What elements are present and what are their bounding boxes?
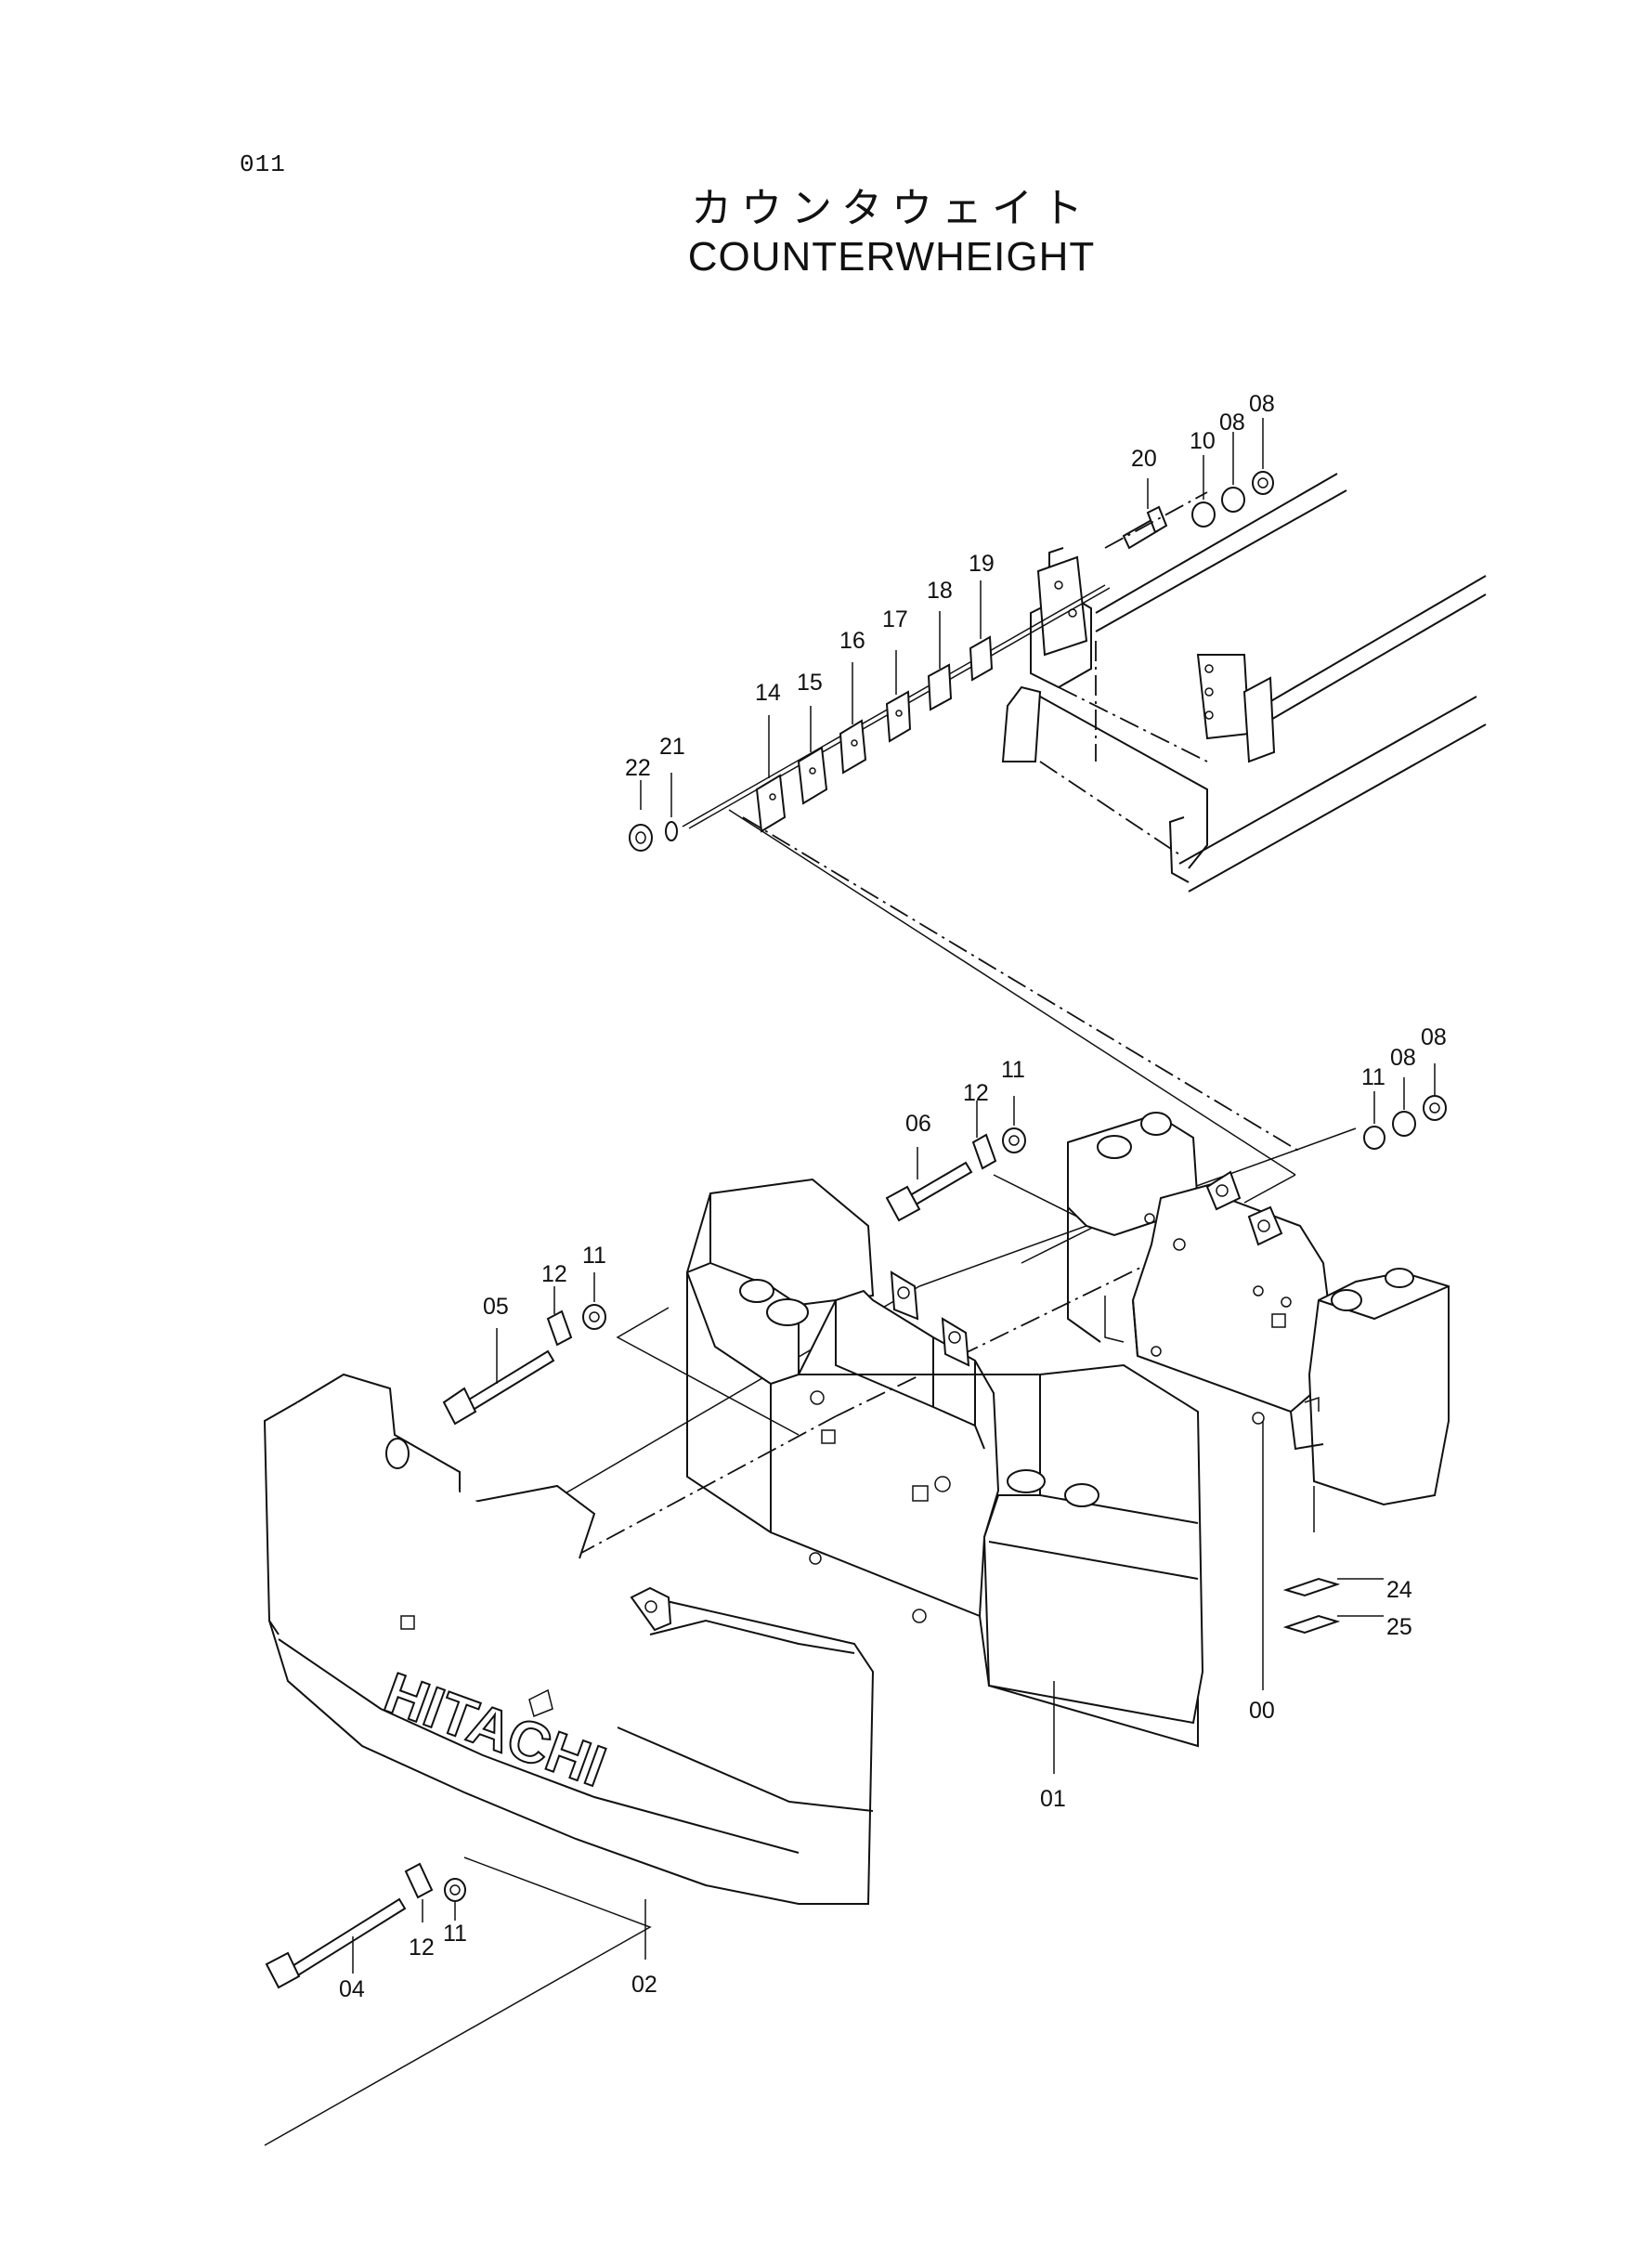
nut-22 xyxy=(629,824,653,852)
callout-11b: 11 xyxy=(1001,1057,1025,1083)
callout-15: 15 xyxy=(797,670,823,696)
nut-08c xyxy=(1392,1111,1416,1137)
plates-24-25 xyxy=(1282,1577,1384,1635)
spacer-12a xyxy=(546,1309,573,1347)
nut-08b xyxy=(1252,471,1274,495)
washer-11c xyxy=(1363,1126,1385,1150)
callout-20: 20 xyxy=(1131,446,1157,472)
washer-11a xyxy=(582,1304,606,1330)
callout-00: 00 xyxy=(1249,1698,1275,1724)
callout-10: 10 xyxy=(1190,428,1216,454)
title-japanese: カウンタウェイト xyxy=(691,185,1092,232)
bolt-05-set xyxy=(442,1304,606,1426)
callout-21: 21 xyxy=(659,734,685,760)
assembly-guide-lines xyxy=(264,809,1357,2146)
washer-10 xyxy=(1191,502,1216,528)
bolt-04 xyxy=(286,1897,407,1980)
washer-11d xyxy=(444,1878,466,1902)
callout-24: 24 xyxy=(1386,1577,1412,1603)
spacer-12b xyxy=(971,1133,997,1170)
callout-22: 22 xyxy=(625,755,651,781)
callout-08a: 08 xyxy=(1219,410,1245,436)
callout-labels: 22 21 14 15 16 17 18 19 20 10 08 08 11 0… xyxy=(339,391,1447,2002)
shim-14 xyxy=(755,774,787,833)
shim-16 xyxy=(839,719,867,775)
callout-12c: 12 xyxy=(409,1935,435,1961)
callout-11d: 11 xyxy=(443,1921,467,1947)
counterweight-00 xyxy=(1067,1112,1450,1690)
leader-lines xyxy=(352,418,1436,1974)
shim-stack xyxy=(629,471,1274,852)
washer-11b xyxy=(1002,1127,1026,1153)
right-fastener-set xyxy=(1363,1095,1447,1150)
callout-08c: 08 xyxy=(1390,1045,1416,1071)
callout-18: 18 xyxy=(927,578,953,604)
callout-25: 25 xyxy=(1386,1614,1412,1640)
callout-19: 19 xyxy=(969,551,995,577)
shim-15 xyxy=(797,746,828,805)
nut-08d xyxy=(1423,1095,1447,1121)
frame-assembly xyxy=(1001,473,1487,892)
shim-19 xyxy=(969,635,994,682)
callout-08b: 08 xyxy=(1249,391,1275,417)
page-number: 011 xyxy=(240,150,286,178)
callout-08d: 08 xyxy=(1421,1024,1447,1050)
callout-14: 14 xyxy=(755,680,781,706)
callout-05: 05 xyxy=(483,1294,509,1320)
title-english: COUNTERWHEIGHT xyxy=(687,234,1096,280)
callout-12a: 12 xyxy=(541,1261,567,1287)
callout-01: 01 xyxy=(1040,1786,1066,1812)
counterweight-01 xyxy=(685,1178,1204,1748)
plate-25 xyxy=(1282,1614,1341,1635)
callout-02: 02 xyxy=(631,1972,657,1998)
bolt-04-set xyxy=(265,1862,466,1989)
callout-17: 17 xyxy=(882,606,908,632)
nut-08a xyxy=(1221,487,1245,513)
callout-06: 06 xyxy=(905,1111,931,1137)
washer-21 xyxy=(665,821,678,841)
bolt-06-set xyxy=(885,1127,1026,1222)
spacer-12c xyxy=(404,1862,434,1899)
bolt-05 xyxy=(462,1349,555,1414)
callout-16: 16 xyxy=(839,628,865,654)
counterweight-cover-02: HITACHI xyxy=(263,1373,875,1905)
shim-18 xyxy=(927,663,953,711)
callout-11c: 11 xyxy=(1361,1064,1385,1090)
callout-11a: 11 xyxy=(582,1243,606,1269)
callout-12b: 12 xyxy=(963,1080,989,1106)
callout-04: 04 xyxy=(339,1976,365,2002)
plate-24 xyxy=(1282,1577,1341,1597)
